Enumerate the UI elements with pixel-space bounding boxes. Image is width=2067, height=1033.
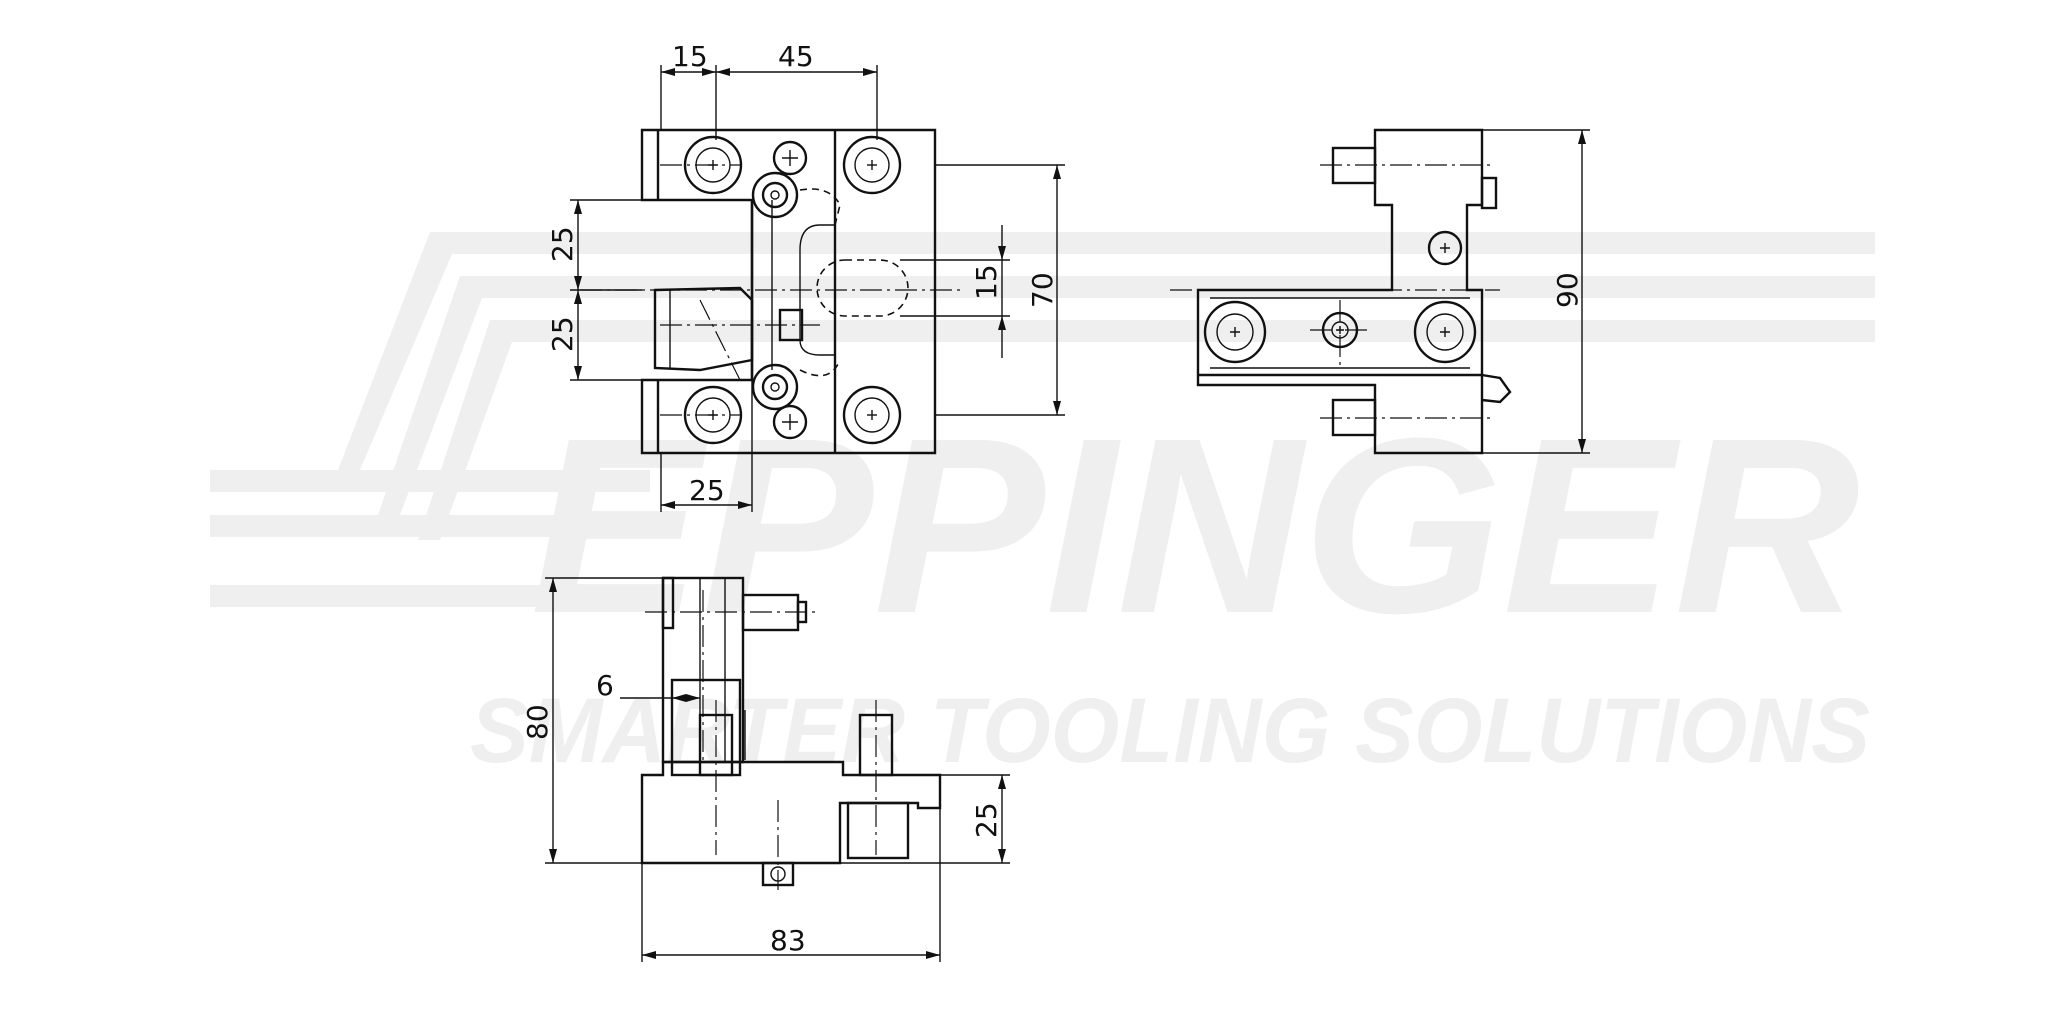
dimension-top: 15 45 [660,40,878,140]
bottom-view: 6 80 25 83 [521,576,1010,962]
dimension-label: 6 [596,669,614,702]
watermark-brand: EPPINGER [530,386,1860,665]
dimension-label: 25 [546,226,579,262]
dimension-offset: 6 [596,669,700,702]
pin-lower [846,801,910,860]
dimension-front-height: 70 [935,164,1065,416]
dimension-bottom-total: 83 [641,808,941,962]
hex-bolt-icon [842,385,902,445]
dimension-slot: 15 [900,225,1010,358]
dimension-label: 25 [970,802,1003,838]
hex-bolt-icon [842,135,902,195]
dimension-bottom-height: 80 [521,577,663,864]
small-screw-icon [772,404,808,440]
dimension-label: 25 [546,316,579,352]
hidden-slot [816,259,909,317]
front-view: 15 45 25 25 15 70 [546,40,1065,512]
small-screw-icon [751,171,799,219]
side-body-outline [1196,128,1484,455]
dimension-bottom: 25 [660,380,753,512]
eppinger-watermark: EPPINGER SMARTER TOOLING SOLUTIONS [210,232,1875,782]
small-screw-icon [1427,230,1463,266]
vertical-plate [661,576,745,764]
latch [1481,373,1512,404]
clamp-wedge [653,286,754,372]
dimension-label: 15 [970,264,1003,300]
dimension-label: 80 [521,704,554,740]
dimension-label: 70 [1026,272,1059,308]
hex-bolt-icon [1413,300,1477,364]
side-view: 90 [1170,128,1590,455]
dimension-label: 45 [778,40,814,73]
center-line [699,299,741,381]
dimension-label: 90 [1551,272,1584,308]
small-screw-icon [772,140,808,176]
dimension-left: 25 25 [546,199,642,381]
watermark-slogan: SMARTER TOOLING SOLUTIONS [470,680,1870,782]
dimension-label: 25 [689,474,725,507]
pin [1480,176,1498,210]
small-screw-icon [751,363,799,411]
hex-bolt-icon [1203,300,1267,364]
dimension-side-height: 90 [1482,129,1590,454]
plate-tab [661,576,675,630]
dimension-label: 83 [770,924,806,957]
hidden-contour [799,188,841,377]
watermark-stripes [210,232,1875,607]
dimension-bottom-right: 25 [840,774,1010,864]
dimension-label: 15 [672,40,708,73]
